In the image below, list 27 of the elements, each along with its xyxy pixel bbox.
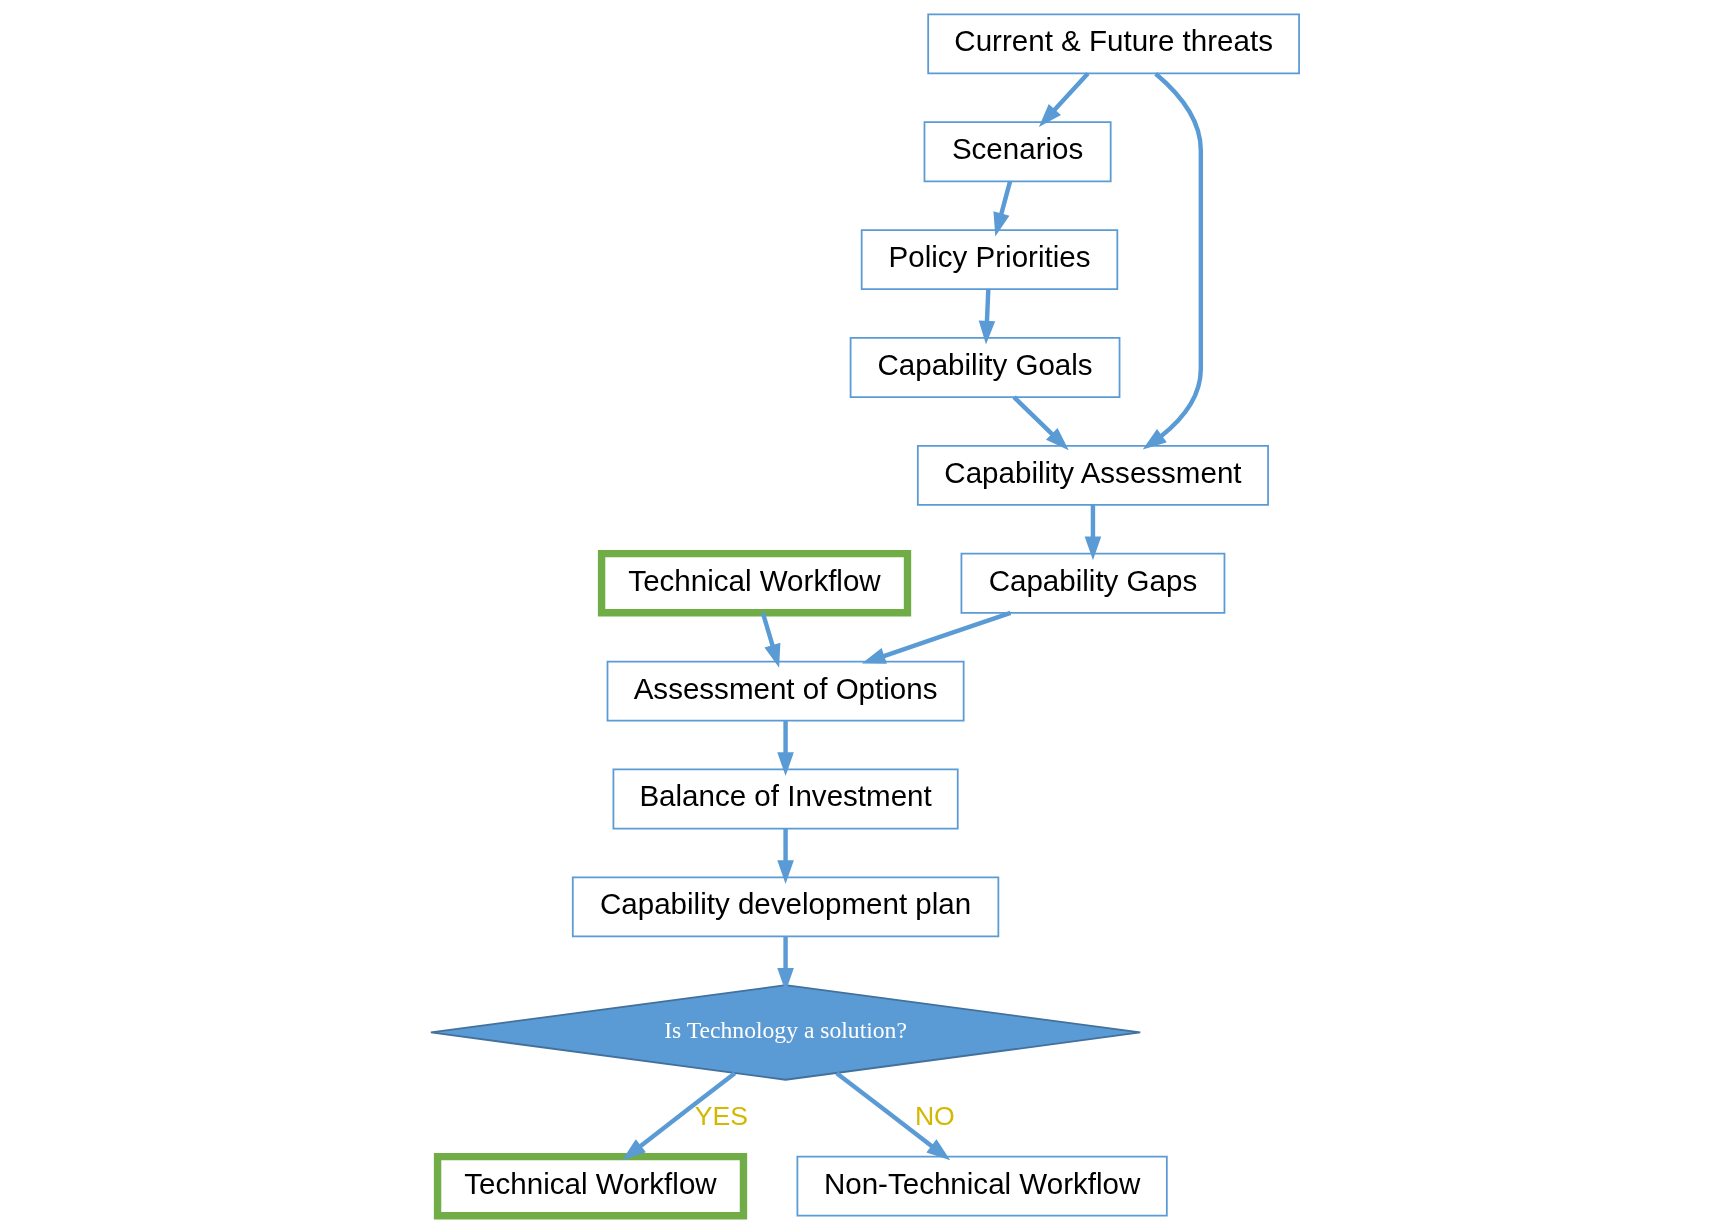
edge-label: YES <box>694 1100 748 1131</box>
arrow <box>861 610 1012 664</box>
arrow <box>1084 504 1102 561</box>
node-box: Scenarios <box>923 121 1112 183</box>
arrow <box>1142 72 1204 450</box>
arrow <box>622 1071 737 1161</box>
arrow <box>978 289 996 345</box>
arrow <box>760 612 781 668</box>
node-diamond: Is Technology a solution? <box>430 984 1142 1081</box>
node-box: Non-Technical Workflow <box>796 1155 1168 1217</box>
arrow <box>777 720 794 776</box>
node-box: Policy Priorities <box>860 229 1119 291</box>
node-box: Current & Future threats <box>927 13 1300 75</box>
arrow <box>993 180 1013 237</box>
node-box: Capability Assessment <box>916 444 1269 506</box>
node-box: Capability Goals <box>849 337 1121 398</box>
node-box: Capability development plan <box>571 876 1000 938</box>
node-box: Balance of Investment <box>612 768 959 830</box>
arrow <box>835 1071 951 1161</box>
arrow <box>777 828 794 884</box>
node-box: Technical Workflow <box>433 1152 748 1220</box>
node-box: Assessment of Options <box>606 660 965 722</box>
edge-label: NO <box>914 1100 955 1131</box>
node-box: Technical Workflow <box>597 549 912 617</box>
arrow <box>1038 71 1090 127</box>
node-box: Capability Gaps <box>960 552 1226 614</box>
arrow <box>1012 395 1069 451</box>
